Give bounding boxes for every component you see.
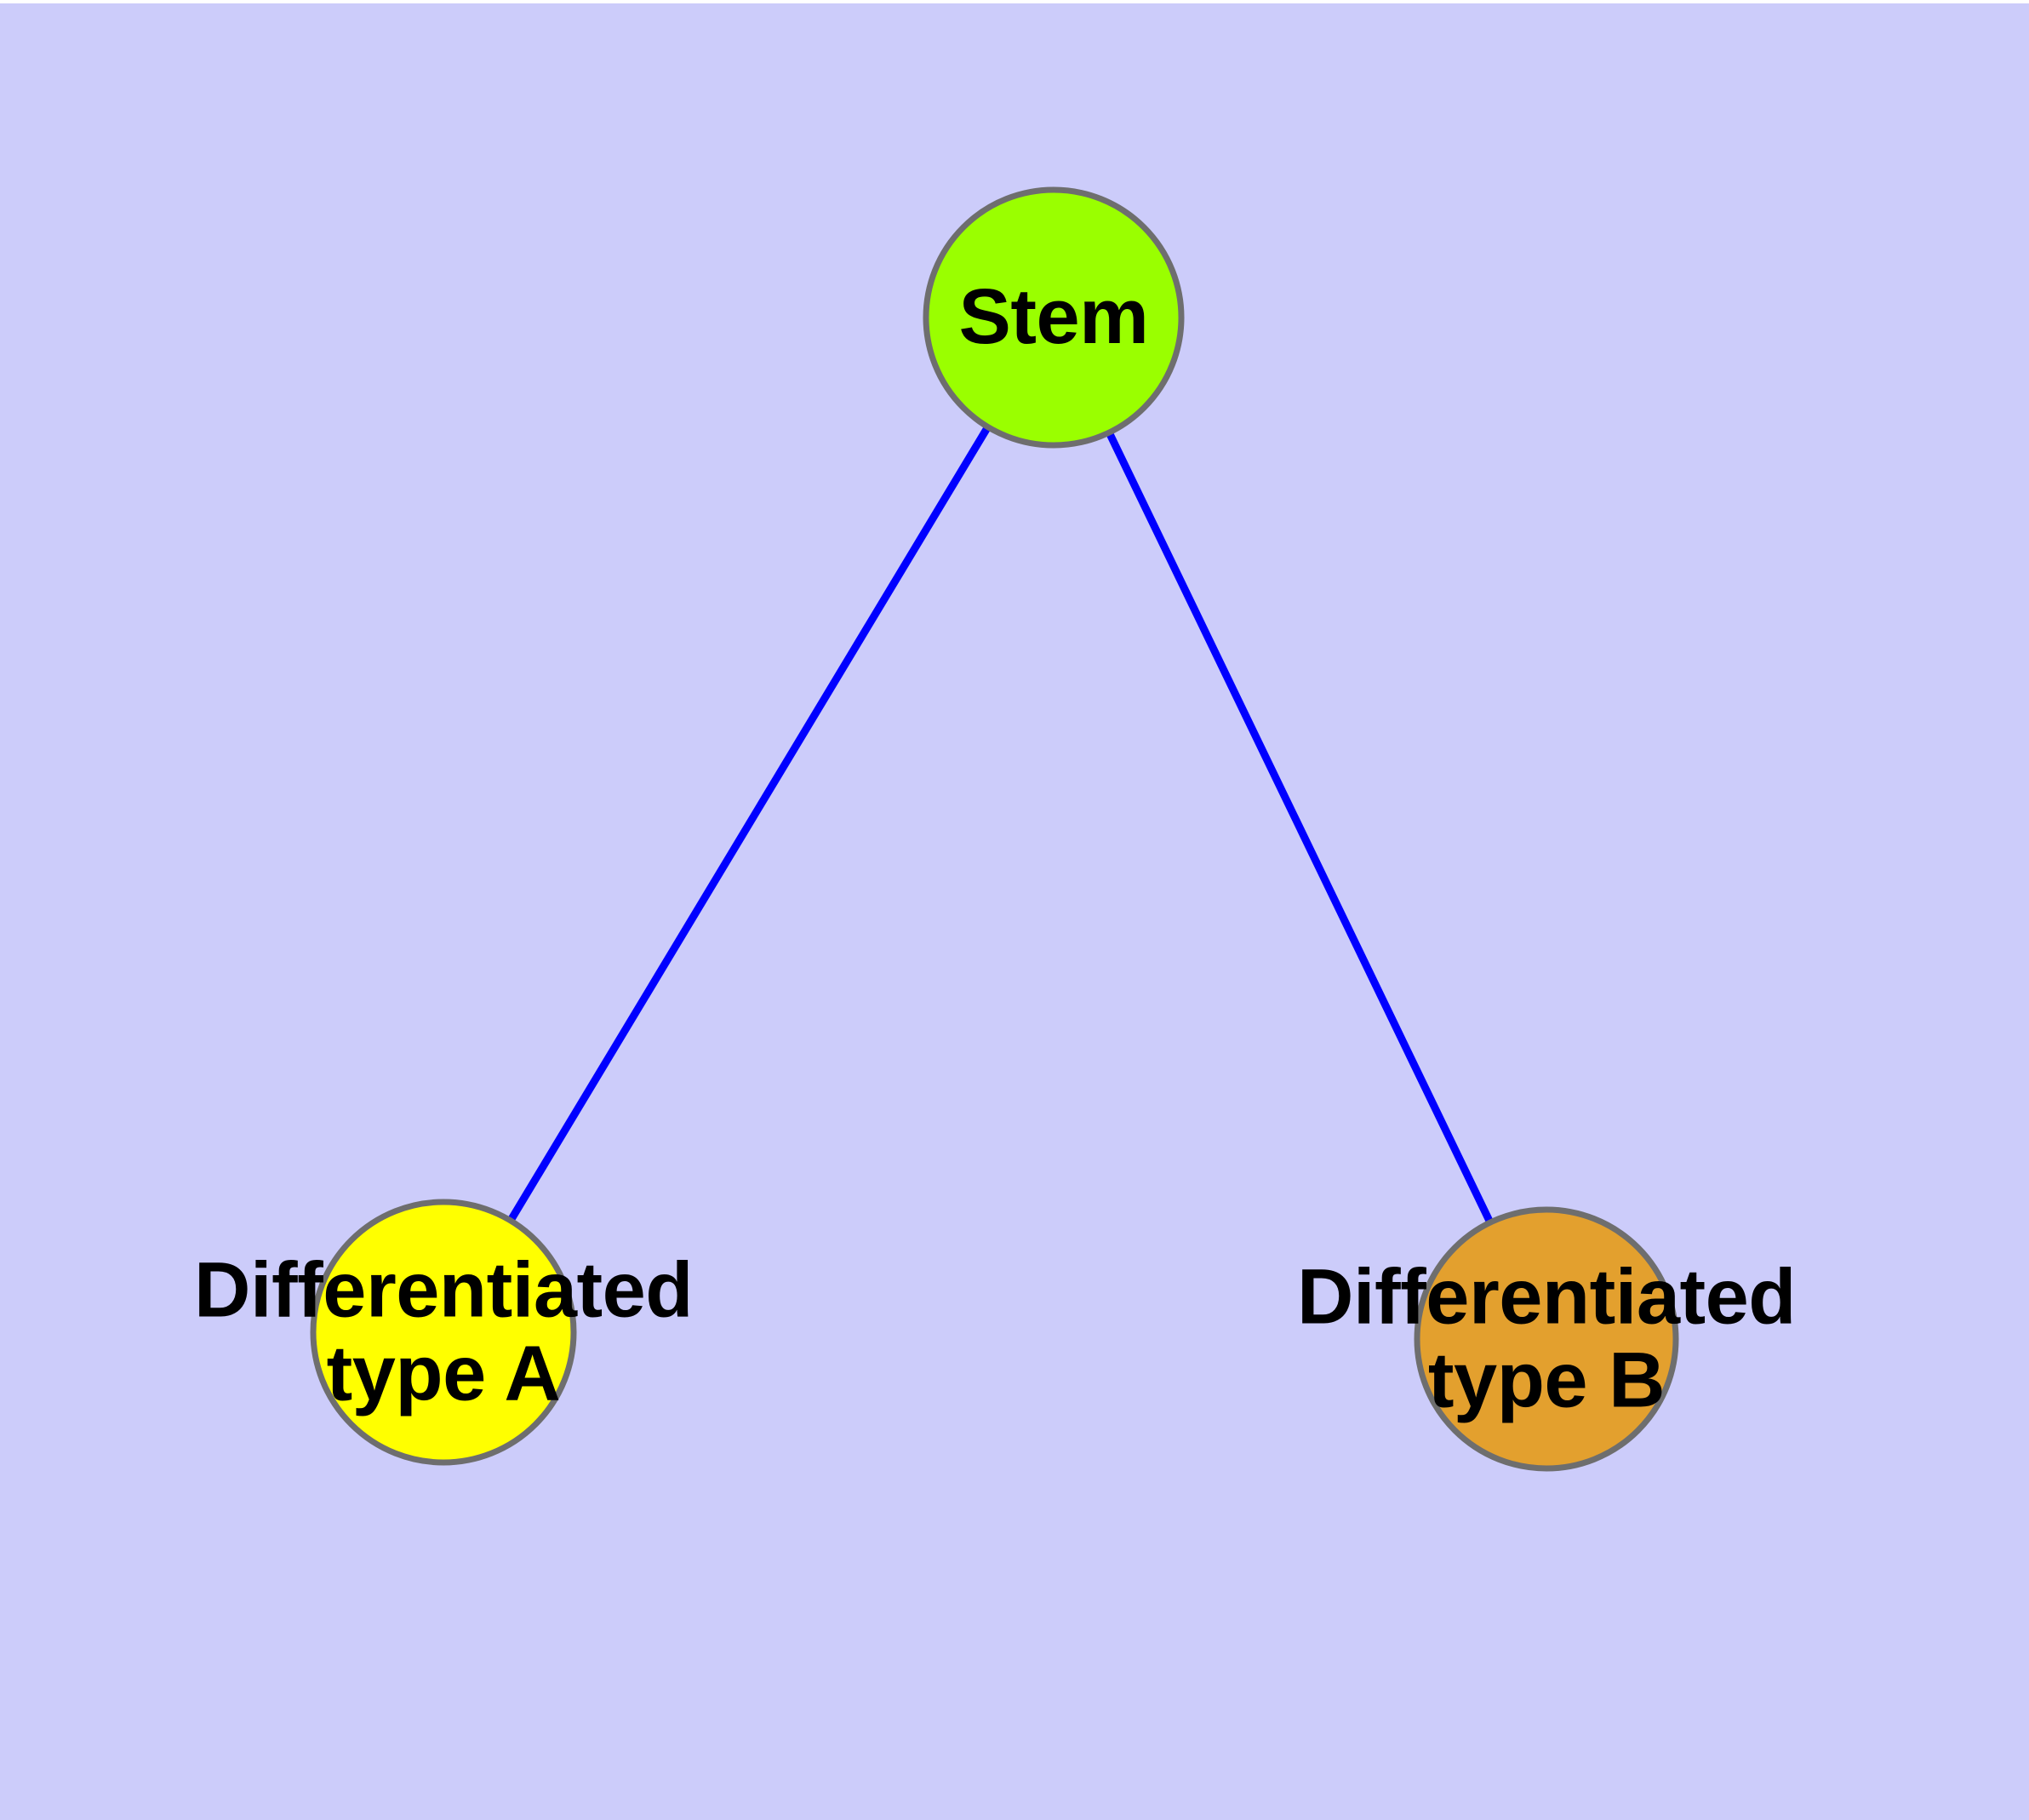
node-diff_a[interactable] <box>310 1199 577 1466</box>
edge-stem-diff-b[interactable] <box>1049 316 1551 1341</box>
nodes-layer <box>310 186 1679 1472</box>
edge-stem-diff-a[interactable] <box>440 315 1057 1335</box>
node-diff_b[interactable] <box>1414 1206 1679 1472</box>
node-stem[interactable] <box>923 186 1185 449</box>
edges-layer <box>440 315 1551 1341</box>
